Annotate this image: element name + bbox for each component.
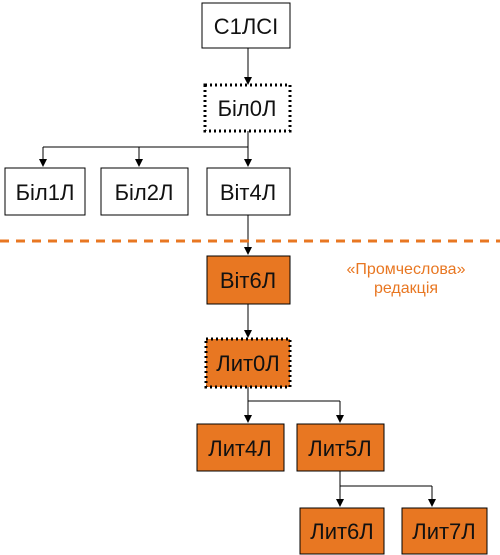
node-label-lyt0l: Лит0Л [216,351,279,376]
connectors [39,48,436,507]
node-lyt7l: Лит7Л [401,507,488,555]
node-label-vit4l: Віт4Л [220,180,276,205]
node-bil0l: Біл0Л [203,83,292,133]
node-label-bil2l: Біл2Л [115,180,174,205]
node-label-lyt6l: Лит6Л [310,519,373,544]
node-bil2l: Біл2Л [100,167,189,216]
node-label-lyt4l: Лит4Л [208,436,271,461]
annotation-line1: «Промчеслова» [347,261,466,278]
node-vit4l: Віт4Л [206,167,291,216]
node-label-lyt7l: Лит7Л [412,519,475,544]
node-lyt0l: Лит0Л [204,337,292,389]
node-label-bil0l: Біл0Л [218,96,277,121]
node-label-c1lci: С1ЛСІ [214,14,279,39]
node-lyt6l: Лит6Л [299,507,385,555]
node-label-lyt5l: Лит5Л [308,436,371,461]
node-bil1l: Біл1Л [4,167,86,216]
node-lyt5l: Лит5Л [296,423,385,472]
node-label-vit6l: Віт6Л [220,268,276,293]
node-lyt4l: Лит4Л [196,423,285,472]
edition-annotation: «Промчеслова» редакція [347,261,466,297]
node-label-bil1l: Біл1Л [16,180,75,205]
annotation-line2: редакція [374,280,438,297]
node-c1lci: С1ЛСІ [201,2,291,49]
node-vit6l: Віт6Л [206,255,291,305]
